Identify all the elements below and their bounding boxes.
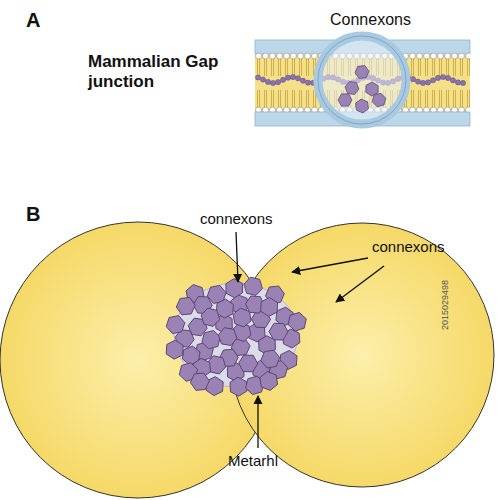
watermark: 2015029498 xyxy=(440,280,451,330)
panel-title: Mammalian Gap junction xyxy=(88,52,238,93)
part-label: Connexons xyxy=(330,10,411,29)
membrane xyxy=(255,36,470,126)
part-label: connexons xyxy=(372,238,445,256)
part-label: Metarhl xyxy=(228,452,278,470)
panel-letter: B xyxy=(26,202,40,226)
panel-letter: A xyxy=(26,8,40,32)
cells xyxy=(0,222,494,498)
leader-lines xyxy=(236,232,384,448)
part-label: connexons xyxy=(200,210,273,228)
